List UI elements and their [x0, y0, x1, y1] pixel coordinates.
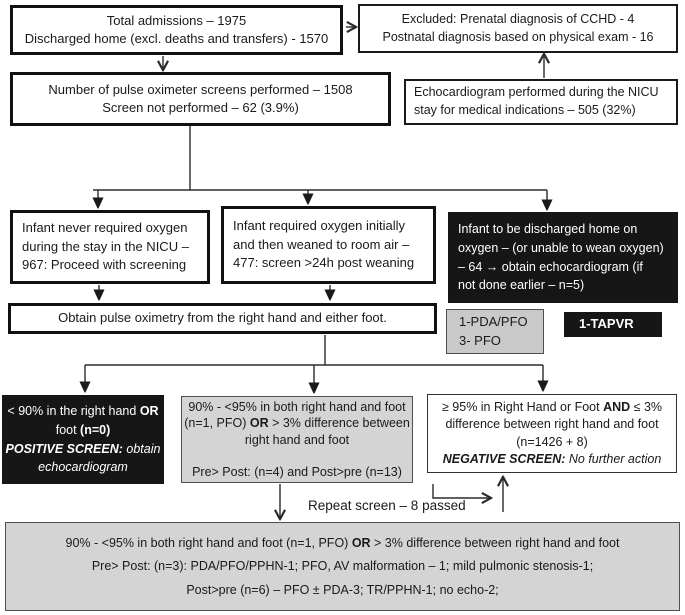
node-echocardiogram: Echocardiogram performed during the NICU…: [404, 79, 678, 125]
node-borderline-screen: 90% - <95% in both right hand and foot(n…: [181, 396, 413, 483]
node-obtain-pulse-oximetry: Obtain pulse oximetry from the right han…: [8, 303, 437, 334]
node-tapvr-count: 1-TAPVR: [564, 312, 662, 337]
repeat-screen-label: Repeat screen – 8 passed: [308, 498, 466, 513]
node-repeat-results: 90% - <95% in both right hand and foot (…: [5, 522, 680, 611]
node-screens-performed: Number of pulse oximeter screens perform…: [10, 72, 391, 126]
node-negative-screen: ≥ 95% in Right Hand or Foot AND ≤ 3%diff…: [427, 394, 677, 473]
connector-screens-branch: [93, 126, 547, 191]
arrow-repeat-elbow: [432, 484, 490, 498]
node-excluded: Excluded: Prenatal diagnosis of CCHD - 4…: [358, 4, 678, 53]
